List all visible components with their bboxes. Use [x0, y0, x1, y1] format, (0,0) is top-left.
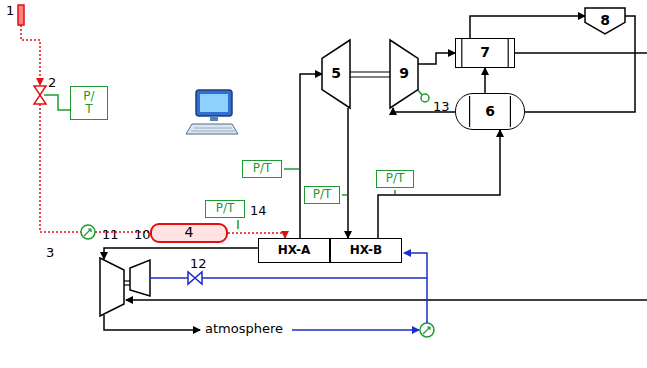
exhaust-pipe	[104, 315, 200, 330]
tube-sheet	[508, 39, 509, 67]
controller-box: P/ T	[70, 86, 108, 120]
sensor-box: P/T	[304, 186, 340, 204]
node-text: P/T	[253, 162, 272, 175]
callout-number: 12	[190, 257, 207, 271]
compressor-outline	[390, 40, 418, 108]
node-text: 6	[485, 104, 495, 119]
tube-sheet	[461, 39, 462, 67]
stream-label: atmosphere	[205, 322, 283, 336]
turbine-shape: 5	[322, 40, 350, 108]
node-text: P/T	[216, 202, 235, 215]
shaft	[124, 281, 130, 285]
cylinder-tank: 4	[150, 223, 228, 243]
callout-number: 10	[134, 228, 151, 242]
sensor-box: P/T	[376, 170, 414, 188]
heat-exchanger: HX-A	[258, 238, 330, 263]
callout-number: 3	[46, 246, 54, 260]
callout-number: 13	[433, 100, 450, 114]
node-text: HX-A	[278, 244, 311, 257]
valve-symbol	[188, 272, 202, 284]
heat-exchanger: 7	[455, 38, 515, 68]
air-pipe	[150, 277, 188, 279]
fuel-line	[40, 104, 81, 232]
node-text: 5	[331, 66, 341, 81]
turbine-outline	[322, 40, 350, 108]
exhaust-pipe	[104, 248, 258, 259]
node-text: HX-B	[350, 244, 382, 257]
control-wire	[44, 95, 70, 110]
compressor-shape: 9	[390, 40, 418, 108]
sensor-leader	[238, 169, 395, 229]
air-pipe	[404, 253, 427, 323]
node-text: P/ T	[83, 90, 94, 116]
pipe-connector	[300, 74, 322, 238]
tank-seam	[469, 96, 470, 127]
node-text: 8	[600, 13, 610, 28]
sensor-box: P/T	[205, 200, 245, 218]
pipe-connector	[525, 16, 635, 112]
flow-meter-symbol	[81, 225, 95, 239]
turbine-symbol	[100, 258, 124, 316]
node-text: P/T	[386, 172, 405, 185]
node-text: 4	[185, 225, 194, 240]
node-text: 7	[480, 45, 490, 60]
pipe-connector	[347, 108, 349, 238]
return-pipe	[126, 299, 647, 301]
outlet-pipe	[515, 52, 647, 54]
computer-icon	[186, 90, 238, 134]
air-pipe	[292, 329, 419, 331]
tank-seam	[510, 96, 511, 127]
node-text: 9	[399, 66, 409, 81]
separator-tank: 6	[455, 93, 525, 130]
gas-bottle	[18, 5, 24, 25]
heat-exchanger: HX-B	[330, 238, 402, 263]
fuel-line	[21, 25, 40, 85]
pentagon-outline	[585, 8, 625, 34]
node-text: P/T	[313, 188, 332, 201]
pipe-connector	[418, 53, 455, 64]
pentagon-shape: 8	[585, 8, 625, 34]
shaft	[350, 72, 390, 77]
callout-number: 11	[102, 228, 119, 242]
pipe-connector	[484, 68, 486, 93]
flow-meter-symbol	[420, 323, 434, 337]
compressor-symbol	[130, 260, 150, 296]
air-pipe	[202, 277, 427, 279]
pipe-connector	[470, 16, 585, 38]
callout-number: 1	[6, 4, 14, 18]
sensor-box: P/T	[242, 160, 282, 178]
pipe-connector	[378, 130, 500, 238]
callout-number: 2	[48, 76, 56, 90]
callout-number: 14	[250, 204, 267, 218]
motor-symbol	[418, 90, 429, 102]
